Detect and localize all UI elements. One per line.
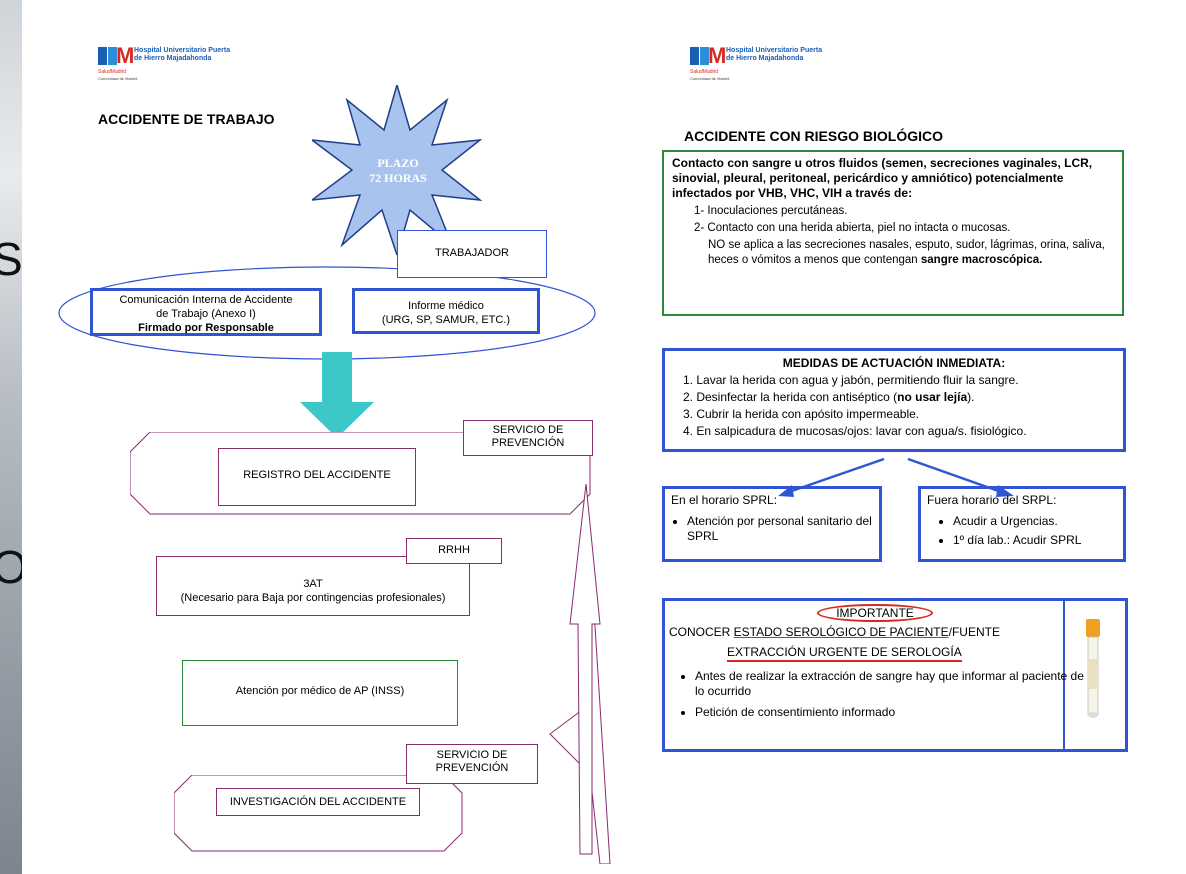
left-title: ACCIDENTE DE TRABAJO <box>98 111 275 127</box>
atencion-ap-box: Atención por médico de AP (INSS) <box>182 660 458 726</box>
hospital-logo-right: M Hospital Universitario Puerta de Hierr… <box>690 43 823 81</box>
en-horario-box: En el horario SPRL: Atención por persona… <box>662 486 882 562</box>
informe-box: Informe médico (URG, SP, SAMUR, ETC.) <box>352 288 540 334</box>
down-arrow-icon <box>300 352 374 438</box>
comunicacion-box: Comunicación Interna de Accidente de Tra… <box>90 288 322 336</box>
edge-letter-s: S <box>0 233 23 285</box>
at3-box: 3AT (Necesario para Baja por contingenci… <box>156 556 470 616</box>
importante-title: IMPORTANTE <box>817 604 933 622</box>
hospital-logo-left: M Hospital Universitario Puerta de Hierr… <box>98 43 231 81</box>
fuera-horario-box: Fuera horario del SRPL: Acudir a Urgenci… <box>918 486 1126 562</box>
importante-box: IMPORTANTE CONOCER ESTADO SEROLÓGICO DE … <box>662 598 1128 752</box>
contacto-box: Contacto con sangre u otros fluidos (sem… <box>662 150 1124 316</box>
servicio-prevencion-box-2: SERVICIO DE PREVENCIÓN <box>406 744 538 784</box>
importante-line2: EXTRACCIÓN URGENTE DE SEROLOGÍA <box>727 645 962 662</box>
divider <box>1063 601 1065 749</box>
trabajador-box: TRABAJADOR <box>397 230 547 278</box>
starburst-line1: PLAZO <box>377 156 418 170</box>
logo-mark-icon: M <box>690 45 726 69</box>
registro-box: REGISTRO DEL ACCIDENTE <box>218 448 416 506</box>
blood-tube-icon <box>1086 619 1100 718</box>
up-arrow-icon <box>549 484 611 864</box>
importante-line1: CONOCER ESTADO SEROLÓGICO DE PACIENTE/FU… <box>669 625 1000 639</box>
slide-page: M Hospital Universitario Puerta de Hierr… <box>22 0 1186 874</box>
starburst-line2: 72 HORAS <box>369 171 427 185</box>
plazo-starburst: PLAZO 72 HORAS <box>312 85 482 255</box>
medidas-box: MEDIDAS DE ACTUACIÓN INMEDIATA: 1. Lavar… <box>662 348 1126 452</box>
investigacion-box: INVESTIGACIÓN DEL ACCIDENTE <box>216 788 420 816</box>
servicio-prevencion-box-1: SERVICIO DE PREVENCIÓN <box>463 420 593 456</box>
rrhh-box: RRHH <box>406 538 502 564</box>
right-title: ACCIDENTE CON RIESGO BIOLÓGICO <box>684 128 944 144</box>
logo-mark-icon: M <box>98 45 134 69</box>
